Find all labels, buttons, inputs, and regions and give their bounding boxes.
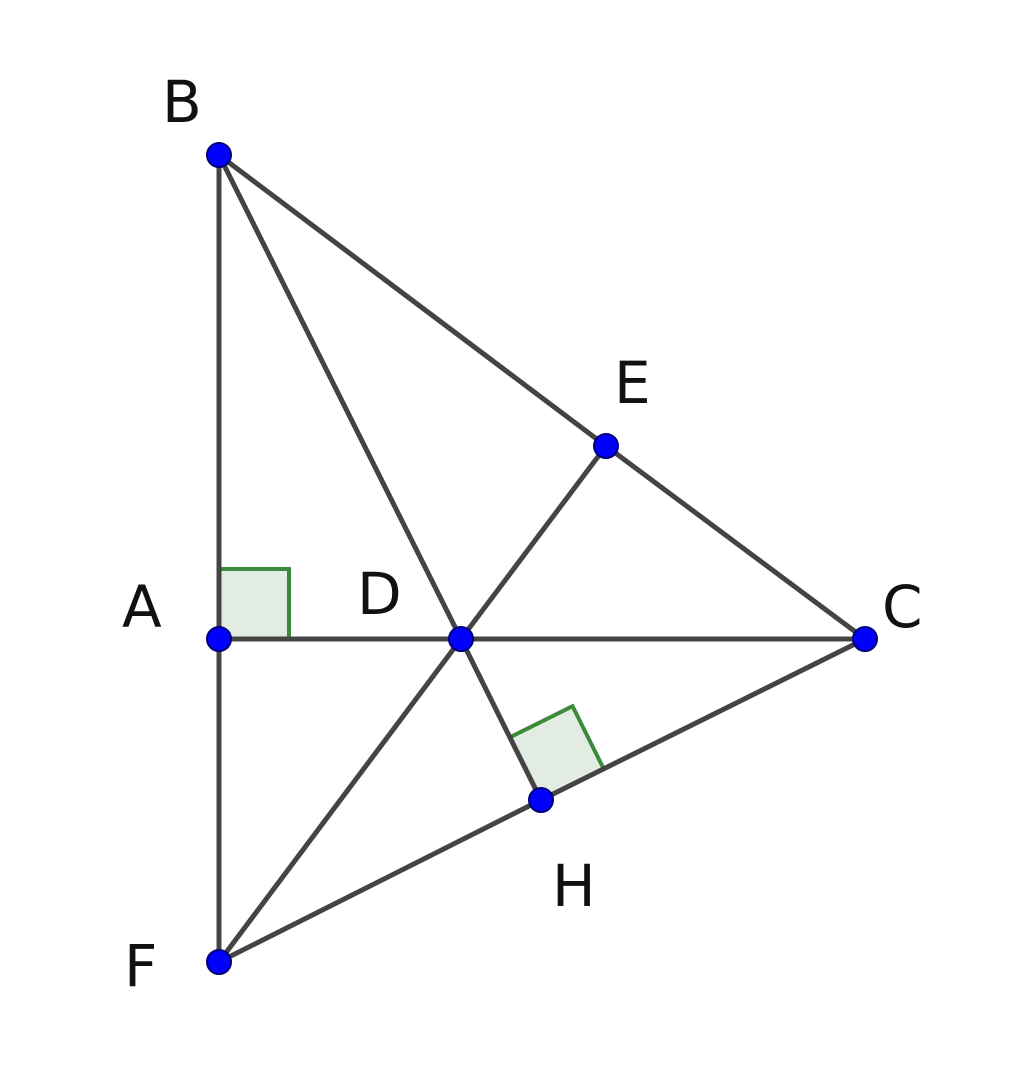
point-labels: A B C D E F H bbox=[122, 68, 923, 1000]
label-f: F bbox=[124, 932, 157, 1000]
point-a[interactable] bbox=[206, 626, 232, 652]
segment-dh bbox=[458, 636, 544, 803]
label-d: D bbox=[357, 560, 402, 628]
label-c: C bbox=[882, 573, 923, 641]
segment-df bbox=[216, 636, 464, 965]
segment-hc bbox=[538, 636, 868, 803]
point-h[interactable] bbox=[528, 787, 554, 813]
label-h: H bbox=[552, 852, 596, 920]
segments bbox=[216, 152, 868, 965]
point-f[interactable] bbox=[206, 949, 232, 975]
segment-fh bbox=[216, 797, 544, 965]
point-e[interactable] bbox=[593, 433, 619, 459]
point-c[interactable] bbox=[852, 626, 878, 652]
point-b[interactable] bbox=[206, 142, 232, 168]
segment-bd bbox=[216, 152, 464, 642]
point-d[interactable] bbox=[448, 626, 474, 652]
right-angle-marker-h bbox=[507, 703, 607, 803]
segment-ed bbox=[458, 443, 609, 642]
label-e: E bbox=[614, 349, 651, 417]
label-b: B bbox=[162, 68, 202, 136]
segment-ec bbox=[603, 443, 868, 642]
label-a: A bbox=[122, 573, 162, 641]
points bbox=[206, 142, 878, 975]
right-angle-markers bbox=[217, 567, 607, 803]
right-angle-marker-a bbox=[217, 567, 291, 641]
segment-be bbox=[216, 152, 609, 449]
